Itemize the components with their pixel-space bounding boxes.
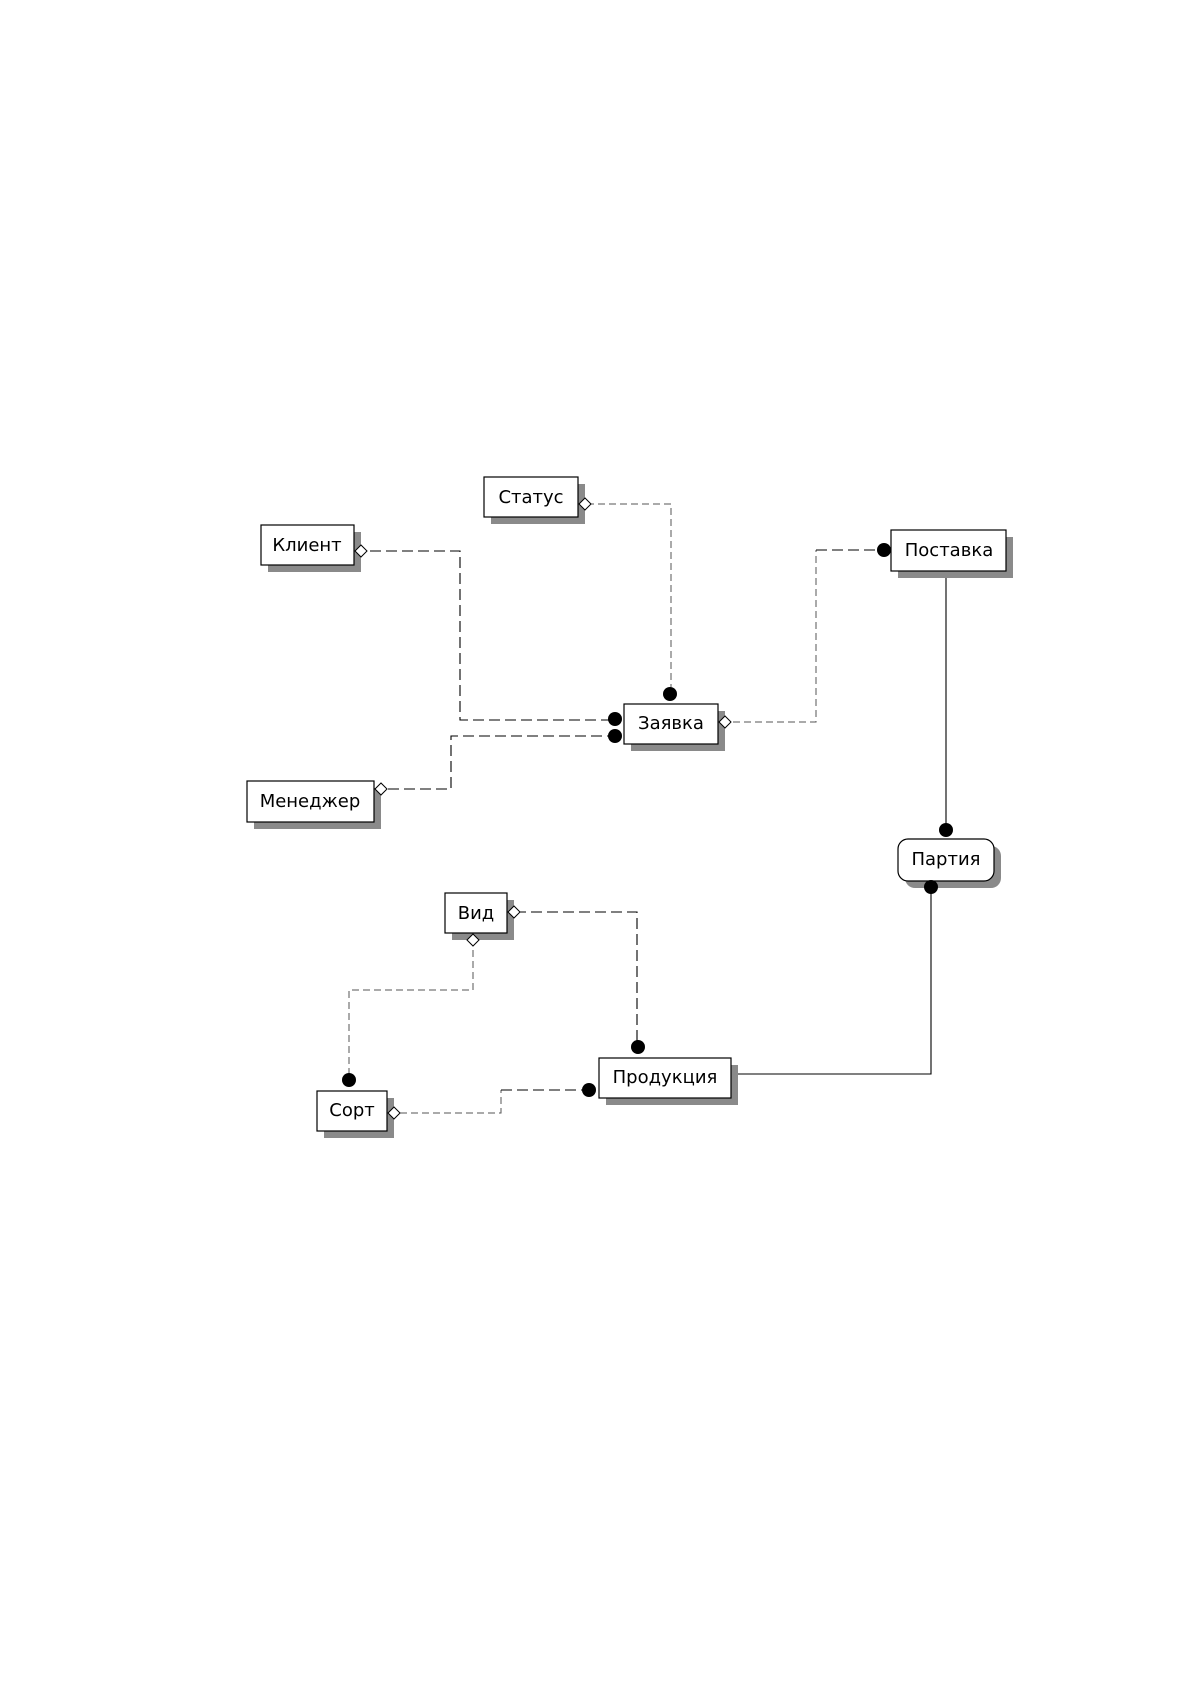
relationship-kind-sort: [349, 950, 473, 1078]
entity-order[interactable]: Заявка: [624, 704, 725, 751]
relationship-order-delivery: [733, 550, 816, 722]
dot-marker: [663, 687, 677, 701]
relationship-manager-order: [388, 736, 612, 789]
entity-manager[interactable]: Менеджер: [247, 781, 381, 829]
entity-status[interactable]: Статус: [484, 477, 585, 524]
entity-batch[interactable]: Партия: [898, 839, 1001, 888]
relationship-sort-product-lower: [400, 1090, 501, 1113]
dot-marker: [342, 1073, 356, 1087]
relationship-batch-product: [732, 886, 931, 1074]
entity-label-batch: Партия: [911, 849, 980, 870]
entity-label-status: Статус: [498, 487, 563, 508]
relationship-markers: [342, 498, 953, 1119]
entity-label-sort: Сорт: [329, 1100, 375, 1121]
entity-sort[interactable]: Сорт: [317, 1091, 394, 1138]
relationships: [349, 504, 946, 1113]
entity-label-order: Заявка: [638, 713, 704, 734]
relationship-kind-product: [515, 912, 637, 1045]
entity-kind[interactable]: Вид: [445, 893, 514, 940]
dot-marker: [608, 729, 622, 743]
dot-marker: [877, 543, 891, 557]
entity-label-client: Клиент: [272, 535, 341, 556]
dot-marker: [939, 823, 953, 837]
relationship-status-order: [587, 504, 671, 687]
entity-delivery[interactable]: Поставка: [891, 530, 1013, 578]
dot-marker: [608, 712, 622, 726]
dot-marker: [582, 1083, 596, 1097]
entity-label-product: Продукция: [613, 1067, 718, 1088]
entity-product[interactable]: Продукция: [599, 1058, 738, 1105]
entity-label-manager: Менеджер: [260, 791, 361, 812]
dot-marker: [924, 880, 938, 894]
relationship-client-order: [370, 551, 612, 720]
entity-label-delivery: Поставка: [905, 540, 993, 561]
entity-label-kind: Вид: [458, 903, 495, 924]
entity-client[interactable]: Клиент: [261, 525, 361, 572]
dot-marker: [631, 1040, 645, 1054]
